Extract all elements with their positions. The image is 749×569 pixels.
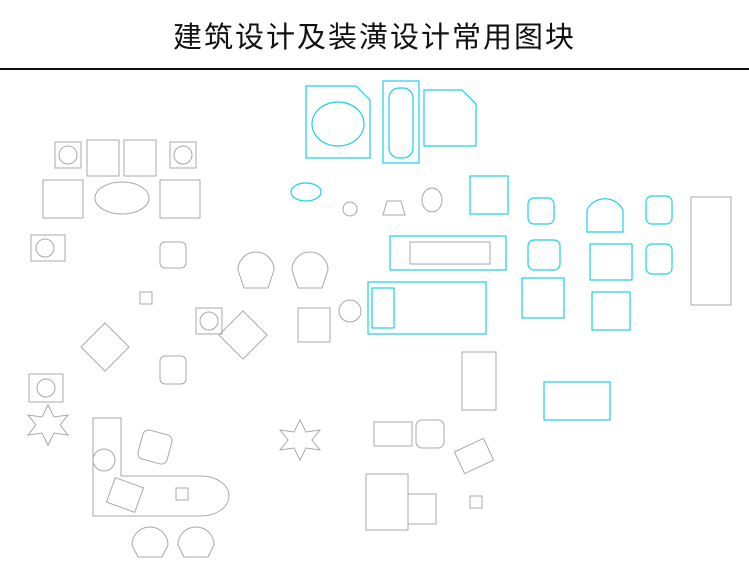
table-lamp	[199, 311, 219, 331]
armchair	[42, 179, 84, 219]
piano	[461, 351, 497, 411]
table-top	[409, 241, 491, 265]
desk	[365, 473, 409, 531]
office-chair	[137, 429, 173, 465]
dining-table-with-chairs	[389, 235, 507, 271]
page-title: 建筑设计及装潢设计常用图块	[172, 20, 576, 54]
armchair	[80, 322, 130, 372]
bathtub-basin	[311, 101, 365, 147]
chair	[159, 241, 187, 269]
table-lamp	[58, 145, 78, 165]
corner-bathtub	[305, 85, 371, 159]
lounge-chairs-group	[521, 195, 732, 421]
chair	[527, 197, 555, 225]
armchair	[218, 310, 268, 360]
armchair	[159, 179, 201, 219]
armchair	[86, 139, 120, 177]
bed	[367, 281, 487, 335]
armchair	[589, 243, 633, 281]
computer	[105, 477, 145, 513]
tub-chair	[586, 198, 624, 233]
end-table	[195, 307, 223, 335]
toilet	[290, 182, 322, 202]
office-desk-group	[92, 417, 322, 558]
toilet	[421, 187, 443, 213]
study-group	[365, 351, 497, 531]
sofa	[690, 196, 732, 306]
tub-chair	[177, 526, 215, 558]
table-lamp	[35, 238, 55, 258]
chair	[527, 239, 561, 271]
floor-drain	[342, 201, 358, 217]
end-table	[28, 373, 64, 403]
armchair	[123, 139, 157, 177]
sink	[382, 200, 406, 216]
bedroom-group	[367, 235, 507, 335]
title-underline	[0, 68, 749, 70]
potted-plant	[26, 403, 70, 447]
chair	[645, 195, 673, 225]
table-lamp	[36, 378, 56, 398]
bathroom-fixtures-group	[290, 80, 509, 217]
recliner	[543, 381, 611, 421]
chair	[159, 355, 187, 385]
telephone	[469, 495, 483, 509]
washing-machine	[469, 175, 509, 215]
shower-tray	[423, 89, 477, 147]
armchair	[591, 291, 631, 331]
oval-coffee-table	[94, 181, 150, 215]
side-table	[338, 299, 362, 323]
pillow	[371, 287, 395, 329]
armchair	[297, 307, 331, 343]
office-chair	[415, 419, 445, 449]
bathtub	[382, 80, 420, 164]
computer	[453, 437, 495, 475]
end-table	[169, 141, 197, 169]
bathtub-basin	[388, 87, 414, 159]
table-lamp	[173, 145, 193, 165]
chair	[645, 243, 673, 275]
desk-with-computer	[373, 421, 413, 447]
telephone	[175, 487, 189, 501]
potted-plant	[278, 418, 322, 462]
chair	[407, 493, 437, 525]
end-table	[54, 141, 82, 169]
end-table	[30, 234, 66, 262]
l-shaped-desk	[92, 417, 230, 517]
armchair	[521, 277, 565, 319]
tub-chair	[237, 251, 275, 289]
tub-chair	[131, 526, 169, 558]
sofa-set-group	[26, 139, 362, 447]
desk-lamp	[92, 448, 116, 472]
telephone	[139, 291, 153, 305]
tub-chair	[291, 251, 329, 289]
